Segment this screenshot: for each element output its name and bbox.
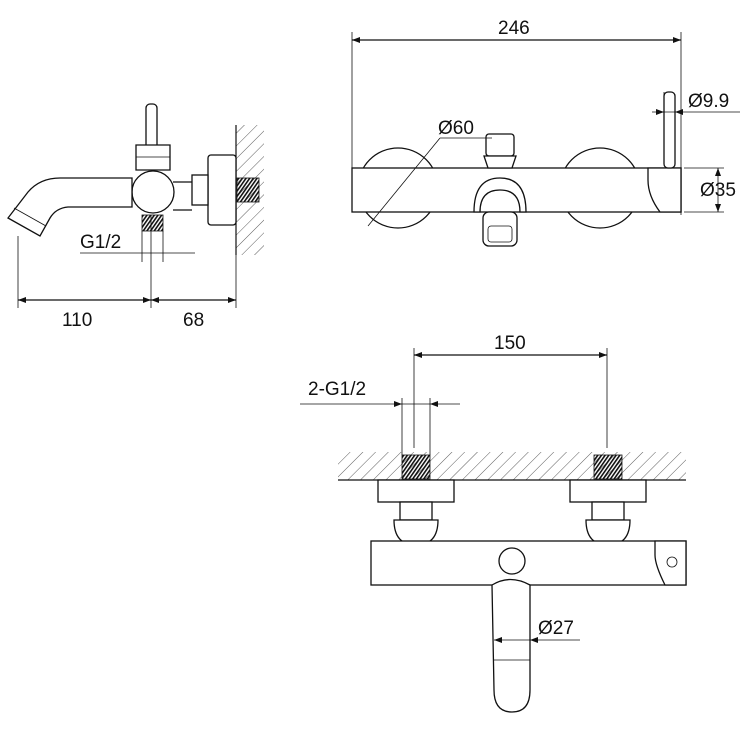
top-wall-hatch — [338, 452, 686, 480]
top-spout — [491, 578, 531, 713]
side-thread-nipple — [236, 177, 260, 203]
front-overall-width-label: 246 — [498, 18, 530, 39]
front-lever — [663, 91, 676, 169]
front-lever-diameter-label: Ø9.9 — [688, 91, 729, 112]
top-inlet-thread-label: 2-G1/2 — [308, 379, 366, 400]
front-view: 246 Ø60 Ø9.9 Ø35 — [351, 18, 740, 247]
top-centers-label: 150 — [494, 333, 526, 354]
front-rosette-diameter-label: Ø60 — [438, 118, 474, 139]
top-spout-diameter-label: Ø27 — [538, 618, 574, 639]
top-view: 150 2-G1/2 Ø27 — [300, 333, 687, 713]
front-body-diameter-label: Ø35 — [700, 180, 736, 201]
front-spout-outlet — [473, 177, 527, 213]
side-spout-length-label: 110 — [62, 310, 92, 331]
top-right-inlet-thread — [593, 454, 623, 480]
side-body-circle — [131, 170, 175, 214]
side-wall-offset-label: 68 — [183, 310, 204, 331]
side-inlet-thread — [141, 214, 164, 232]
top-left-inlet-thread — [401, 454, 431, 480]
top-main-body — [370, 540, 687, 586]
side-view: G1/2 110 68 — [7, 103, 264, 331]
side-spout — [7, 177, 133, 237]
side-inlet-thread-label: G1/2 — [80, 232, 121, 253]
